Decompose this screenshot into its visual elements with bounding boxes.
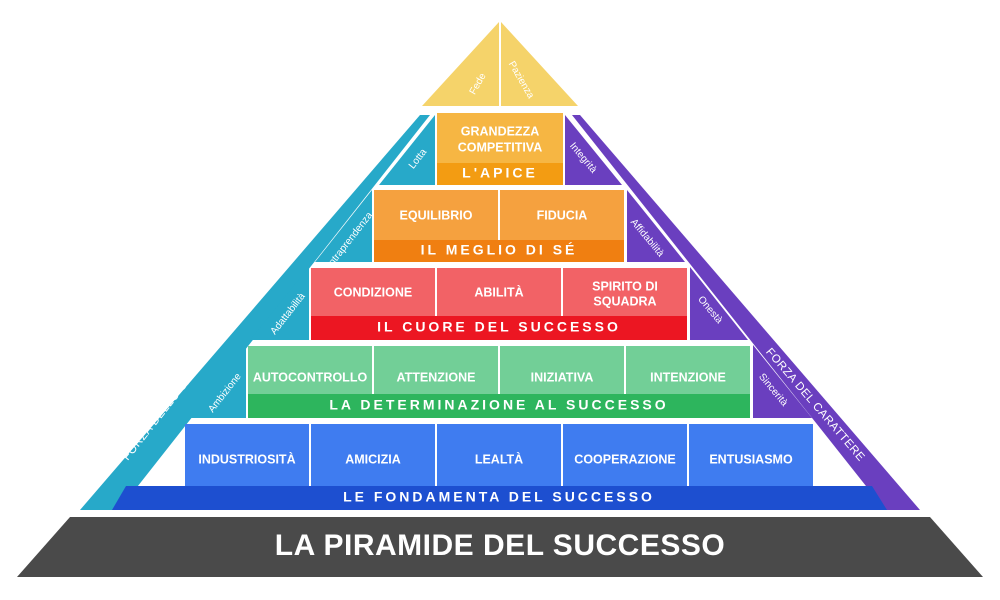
determinazione-cell-label-attenzione: ATTENZIONE bbox=[397, 370, 476, 384]
fondamenta-cell-lealta bbox=[437, 424, 561, 486]
apice-cell-label-line-2: COMPETITIVA bbox=[458, 140, 543, 154]
pyramid-base bbox=[17, 517, 983, 577]
left-side-block-adattabilita bbox=[250, 267, 309, 340]
cuore-cell-label-abilita: ABILITÀ bbox=[474, 284, 523, 299]
cuore-cell-spirito-di-squadra bbox=[563, 268, 687, 316]
cuore-cell-abilita bbox=[437, 268, 561, 316]
apice-cell-label-line-1: GRANDEZZA bbox=[461, 124, 539, 138]
determinazione-band-label: LA DETERMINAZIONE AL SUCCESSO bbox=[329, 397, 668, 413]
meglio-cell-equilibrio bbox=[374, 190, 498, 240]
right-side-block-affidabilita bbox=[627, 190, 685, 262]
determinazione-cell-autocontrollo bbox=[248, 346, 372, 394]
cuore-cell-label-spirito-line-1: SPIRITO DI bbox=[592, 279, 658, 293]
determinazione-band bbox=[248, 394, 750, 418]
determinazione-cell-label-iniziativa: INIZIATIVA bbox=[531, 370, 594, 384]
determinazione-cell-label-autocontrollo: AUTOCONTROLLO bbox=[253, 370, 368, 384]
left-side-block-intraprendenza bbox=[315, 190, 372, 262]
fondamenta-cell-label-amicizia: AMICIZIA bbox=[345, 452, 401, 466]
left-side-block-lotta bbox=[379, 115, 435, 185]
right-side-block-sincerita bbox=[753, 345, 812, 418]
left-side-strip bbox=[80, 115, 430, 510]
determinazione-cell-label-intenzione: INTENZIONE bbox=[650, 370, 726, 384]
top-left-block bbox=[422, 22, 499, 106]
meglio-cell-fiducia bbox=[500, 190, 624, 240]
determinazione-cell-iniziativa bbox=[500, 346, 624, 394]
right-side-block-onesta bbox=[690, 267, 748, 340]
fondamenta-cell-label-entusiasmo: ENTUSIASMO bbox=[709, 452, 793, 466]
meglio-cell-label-fiducia: FIDUCIA bbox=[537, 208, 588, 222]
cuore-cell-condizione bbox=[311, 268, 435, 316]
fondamenta-cell-label-industriosita: INDUSTRIOSITÀ bbox=[198, 451, 295, 466]
right-side-block-integrita bbox=[565, 115, 622, 185]
fondamenta-band bbox=[112, 486, 887, 510]
fondamenta-band-label: LE FONDAMENTA DEL SUCCESSO bbox=[343, 489, 655, 505]
pyramid-title: LA PIRAMIDE DEL SUCCESSO bbox=[275, 529, 725, 562]
cuore-cell-label-condizione: CONDIZIONE bbox=[334, 285, 412, 299]
fondamenta-cell-label-lealta: LEALTÀ bbox=[475, 451, 523, 466]
fondamenta-cell-amicizia bbox=[311, 424, 435, 486]
fondamenta-cell-entusiasmo bbox=[689, 424, 813, 486]
top-right-block bbox=[501, 22, 578, 106]
determinazione-cell-intenzione bbox=[626, 346, 750, 394]
determinazione-cell-attenzione bbox=[374, 346, 498, 394]
fondamenta-cell-cooperazione bbox=[563, 424, 687, 486]
meglio-cell-label-equilibrio: EQUILIBRIO bbox=[400, 208, 473, 222]
cuore-band bbox=[311, 316, 687, 340]
fondamenta-cell-label-cooperazione: COOPERAZIONE bbox=[574, 452, 675, 466]
apice-cell-grandezza-competitiva bbox=[437, 113, 563, 163]
meglio-band-label: IL MEGLIO DI SÉ bbox=[421, 242, 578, 258]
right-side-strip bbox=[572, 115, 920, 510]
left-side-block-ambizione bbox=[187, 345, 246, 418]
apice-band bbox=[437, 163, 563, 185]
cuore-band-label: IL CUORE DEL SUCCESSO bbox=[377, 319, 621, 335]
meglio-band bbox=[374, 240, 624, 262]
fondamenta-cell-industriosita bbox=[185, 424, 309, 486]
cuore-cell-label-spirito-line-2: SQUADRA bbox=[593, 294, 656, 308]
apice-band-label: L'APICE bbox=[462, 165, 538, 181]
